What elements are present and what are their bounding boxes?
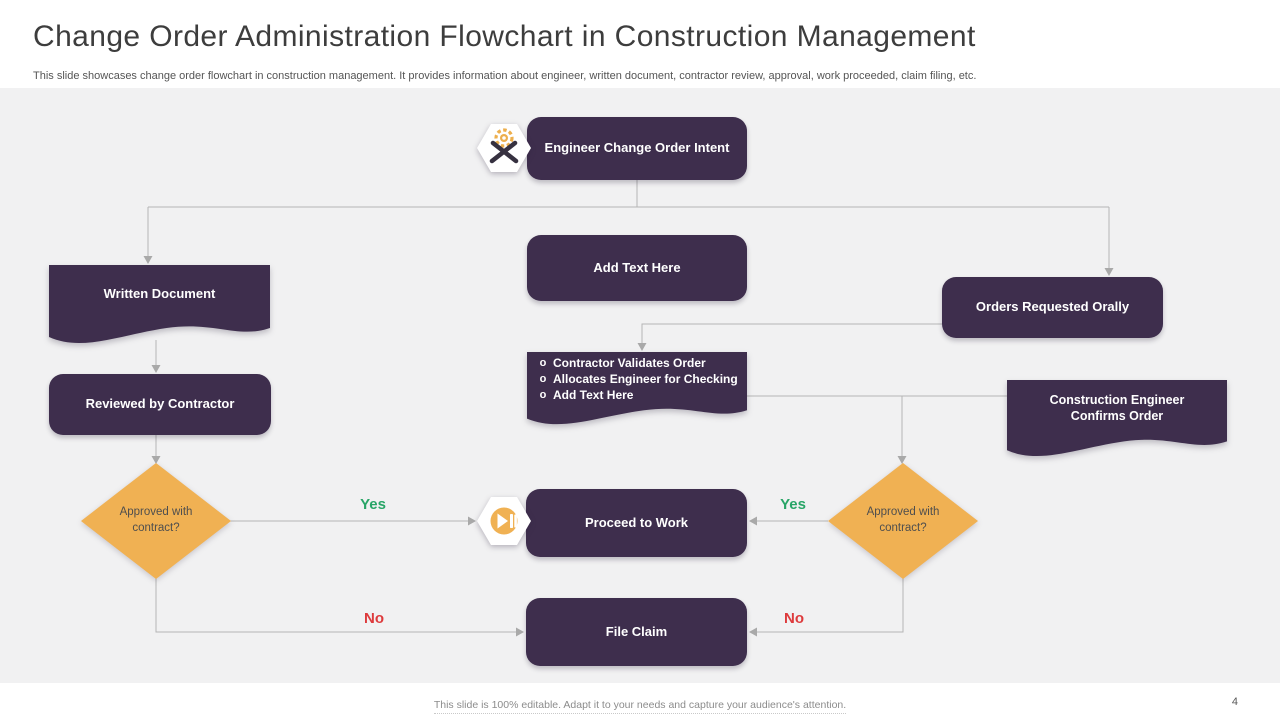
bullet-text: Allocates Engineer for Checking [553,372,738,386]
list-item: o Allocates Engineer for Checking [533,371,745,387]
node-label: Orders Requested Orally [975,299,1130,315]
branch-label-no-right: No [784,610,804,627]
node-label: Written Document [103,285,216,301]
node-contractor-validates-order: o Contractor Validates Order o Allocates… [527,352,747,426]
bullet-marker: o [539,389,547,401]
branch-label-yes-left: Yes [360,496,386,513]
node-label: Reviewed by Contractor [85,396,235,412]
decision-approved-with-contract-right: Approved with contract? [828,463,978,579]
node-label: Add Text Here [593,259,681,275]
bullet-text: Add Text Here [553,388,634,402]
diamond-shape [81,463,231,579]
node-construction-engineer-confirms-order: Construction Engineer Confirms Order [1007,380,1227,458]
slide-subtitle: This slide showcases change order flowch… [33,70,977,82]
list-item: o Add Text Here [533,387,745,403]
engineer-badge [477,124,531,172]
page-title: Change Order Administration Flowchart in… [33,20,976,53]
decision-label: Approved with contract? [119,506,193,534]
diamond-shape [828,463,978,579]
node-orders-requested-orally: Orders Requested Orally [942,277,1163,338]
node-written-document: Written Document [49,265,270,345]
bullet-text: Contractor Validates Order [553,356,706,370]
footer-note: This slide is 100% editable. Adapt it to… [0,699,1280,714]
bullet-marker: o [539,373,547,385]
branch-label-no-left: No [364,610,384,627]
branch-label-yes-right: Yes [780,496,806,513]
node-label: Proceed to Work [584,514,689,530]
node-engineer-change-order-intent: Engineer Change Order Intent [527,117,747,180]
bullet-list: o Contractor Validates Order o Allocates… [533,355,745,403]
list-item: o Contractor Validates Order [533,355,745,371]
node-reviewed-by-contractor: Reviewed by Contractor [49,374,271,435]
proceed-badge [477,497,531,545]
node-add-text-here: Add Text Here [527,235,747,301]
node-label: Engineer Change Order Intent [544,140,730,156]
node-proceed-to-work: Proceed to Work [526,489,747,557]
node-label: Construction Engineer Confirms Order [1049,393,1185,423]
document-shape [49,265,270,344]
document-shape [527,352,747,425]
gear-and-tools-icon [477,124,531,172]
decision-approved-with-contract-left: Approved with contract? [81,463,231,579]
node-file-claim: File Claim [526,598,747,666]
bullet-marker: o [539,357,547,369]
page-number: 4 [1231,696,1238,708]
decision-label: Approved with contract? [866,506,940,534]
document-shape [1007,380,1227,457]
node-label: File Claim [605,623,668,639]
play-pause-icon [477,497,531,545]
